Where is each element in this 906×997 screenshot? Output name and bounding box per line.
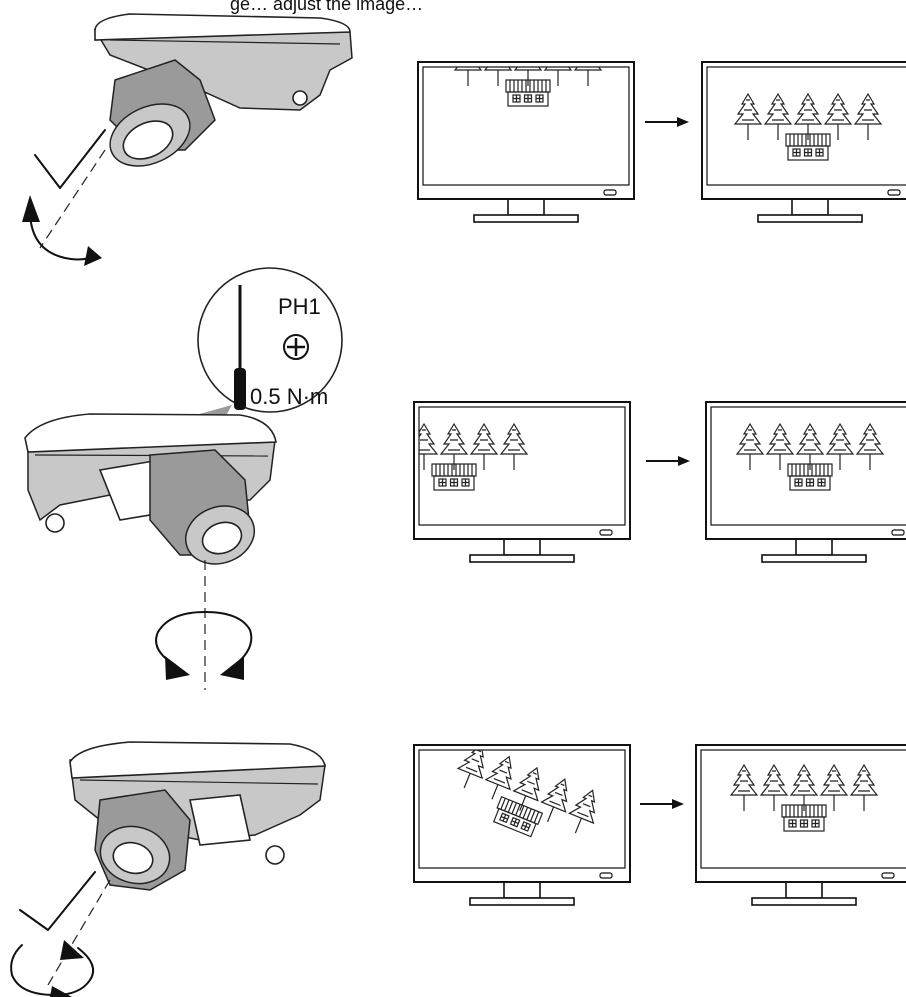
phillips-screw-icon (283, 334, 309, 360)
monitor-before-pan (413, 401, 631, 563)
monitor-after-pan (705, 401, 906, 563)
monitor-before-rotate (413, 744, 631, 906)
monitor-after-rotate (695, 744, 906, 906)
monitor-before-tilt (417, 61, 635, 223)
camera-pan-illustration (24, 413, 277, 690)
screwdriver-icon (234, 285, 246, 410)
camera-tilt-illustration (34, 13, 353, 249)
arrow-icon (639, 798, 685, 810)
tool-callout: PH1 0.5 N·m (185, 267, 343, 448)
monitor-after-tilt (701, 61, 906, 223)
arrow-icon (645, 455, 691, 467)
tilt-arrow-icon (29, 209, 96, 261)
torque-label: 0.5 N·m (250, 384, 328, 409)
camera-rotate-illustration (19, 741, 326, 991)
arrow-icon (644, 116, 690, 128)
bit-label: PH1 (278, 294, 321, 319)
rotate-arrow-icon (10, 940, 94, 997)
pan-arrow-icon (155, 611, 253, 680)
header-caption: ge… adjust the image… (230, 0, 423, 14)
